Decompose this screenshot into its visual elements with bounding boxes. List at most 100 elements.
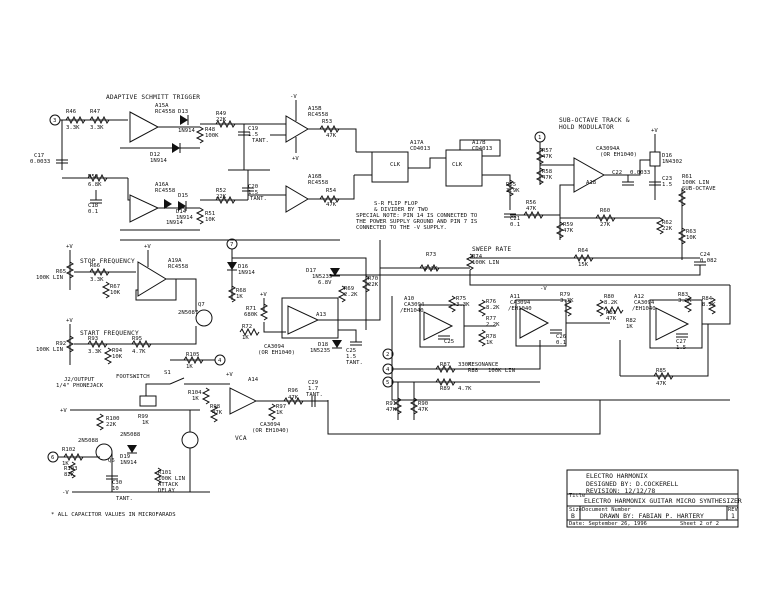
ic-a17a (371, 151, 409, 183)
c19-ref: C19 (248, 126, 258, 132)
d16b-part: 1N914 (238, 270, 255, 276)
d17-ref: D17 (306, 268, 316, 274)
opamp-a14 (229, 387, 258, 415)
a13-part: CA3094 (264, 344, 285, 350)
r62-value: 22K (662, 226, 673, 232)
r90-ref: R90 (418, 401, 428, 407)
a11-alt: /EH1040 (508, 306, 532, 312)
tb-rev: 1 (731, 512, 735, 520)
tb-revision: REVISION: 12/12/78 (586, 487, 655, 495)
connector-3-label: 3 (53, 118, 56, 124)
r98-value: 47K (212, 410, 223, 416)
section-titles: ADAPTIVE SCHMITT TRIGGER SUB-OCTAVE TRAC… (51, 94, 630, 518)
r60-ref: R60 (600, 208, 610, 214)
a10-alt: /EH1040 (400, 308, 424, 314)
tb-title-header: Title (569, 493, 585, 499)
c22-ref: C22 (612, 170, 622, 176)
sweep-rate-label: SWEEP RATE (472, 246, 511, 253)
r97-ref: R97 (276, 404, 286, 410)
c23-ref: C23 (662, 176, 672, 182)
suboctave-title-2: HOLD MODULATOR (559, 124, 614, 131)
c24-value: 0.082 (700, 258, 717, 264)
a15b-ref: A15B (308, 106, 322, 112)
r91-ref: R91 (386, 401, 396, 407)
q7-ref: Q7 (198, 302, 205, 308)
r53-ref: R53 (322, 119, 332, 125)
connector-2 (382, 348, 394, 360)
diode-d16b (227, 262, 237, 270)
r101-function-2: DELAY (158, 488, 175, 494)
r68-ref: R68 (236, 288, 247, 294)
c25a-ref: C25 (346, 348, 356, 354)
a19a-part: RC4558 (168, 264, 189, 270)
diode-d18 (332, 340, 342, 348)
r103-value: 82K (64, 472, 75, 478)
r64-ref: R64 (578, 248, 589, 254)
d12-part: 1N914 (150, 158, 167, 164)
a15a-ref: A15A (155, 103, 169, 109)
special-note-1: SPECIAL NOTE: PIN 14 IS CONNECTED TO (356, 213, 478, 219)
r73-value: 2.2K (424, 266, 438, 272)
r99-ref: R99 (138, 414, 148, 420)
r87-ref: R87 (440, 362, 450, 368)
r96-value: 47K (288, 395, 299, 401)
connector-7-label: 7 (230, 242, 233, 248)
r48-value: 100K (205, 133, 219, 139)
flipflop-title-1: S-R FLIP FLOP (374, 201, 418, 207)
r79-ref: R79 (560, 292, 570, 298)
c25-ref: C25 (444, 339, 454, 345)
diode-d15 (164, 199, 172, 209)
d17-voltage: 6.8V (318, 280, 332, 286)
a12-part: CA3094 (634, 300, 655, 306)
tb-date: Date: September 26, 1996 (569, 521, 647, 527)
d13-ref: D13 (178, 109, 188, 115)
r59-ref: R59 (563, 222, 573, 228)
c29-type: TANT. (306, 392, 323, 398)
a13-alt: (OR EH1040) (258, 350, 295, 356)
r66-value: 3.3K (90, 277, 104, 283)
a11-part: CA3094 (510, 300, 531, 306)
r61-function: SUB-OCTAVE (682, 186, 716, 192)
r95-value: 4.7K (132, 349, 146, 355)
c17-ref: C17 (34, 153, 44, 159)
opamp-a13 (287, 305, 320, 335)
r95-ref: R95 (132, 336, 142, 342)
r93-ref: R93 (88, 336, 98, 342)
r99-value: 1K (142, 420, 149, 426)
q7-part: 2N5087 (178, 310, 198, 316)
a10-part: CA3094 (404, 302, 425, 308)
lower-neg-rail: -V (62, 490, 69, 496)
special-note-3: CONNECTED TO THE -V SUPPLY. (356, 225, 447, 231)
flipflop-section: A17A CD4013 CLK A17B CD4013 CLK R55 3.9K… (354, 139, 560, 228)
r79-value: 3.3K (560, 298, 574, 304)
c27-value: 1.5 (676, 345, 686, 351)
a11-ref: A11 (510, 294, 520, 300)
r51-value: 10K (205, 217, 216, 223)
output-phonejack (139, 395, 157, 407)
start-frequency-label: START FREQUENCY (80, 330, 139, 337)
d18-part: 1N5235 (310, 348, 330, 354)
frequency-control-section: +V R65 100K LIN R66 3.3K R67 10K A19A RC… (36, 238, 379, 370)
stop-freq-pos-rail: +V (66, 244, 73, 250)
r62-ref: R62 (662, 220, 672, 226)
filter-section: R73 2.2K R74 100K LIN A10 CA3094 /EH1040… (327, 240, 731, 435)
schmitt-title: ADAPTIVE SCHMITT TRIGGER (106, 94, 200, 101)
a16b-part: RC4558 (308, 180, 329, 186)
a19a-pos-rail: +V (144, 244, 151, 250)
r80-value: 8.2K (604, 300, 618, 306)
output-jack-label-1: J2/OUTPUT (64, 377, 95, 383)
r63-value: 10K (686, 235, 697, 241)
capacitor-footnote: * ALL CAPACITOR VALUES IN MICROFARADS (51, 512, 176, 518)
a12-alt: /EH1040 (632, 306, 656, 312)
c18-value: 0.1 (88, 209, 98, 215)
r61-ref: R61 (682, 174, 692, 180)
r65-ref: R65 (56, 269, 66, 275)
c29-ref: C29 (308, 380, 318, 386)
r70-ref: R70 (368, 276, 378, 282)
r92-value: 100K LIN (36, 347, 63, 353)
tb-size: B (571, 512, 575, 520)
r57-ref: R57 (542, 148, 552, 154)
opamp-a15a (129, 111, 160, 143)
r59-value: 47K (563, 228, 574, 234)
tb-designed: DESIGNED BY: D.COCKERELL (586, 480, 678, 488)
